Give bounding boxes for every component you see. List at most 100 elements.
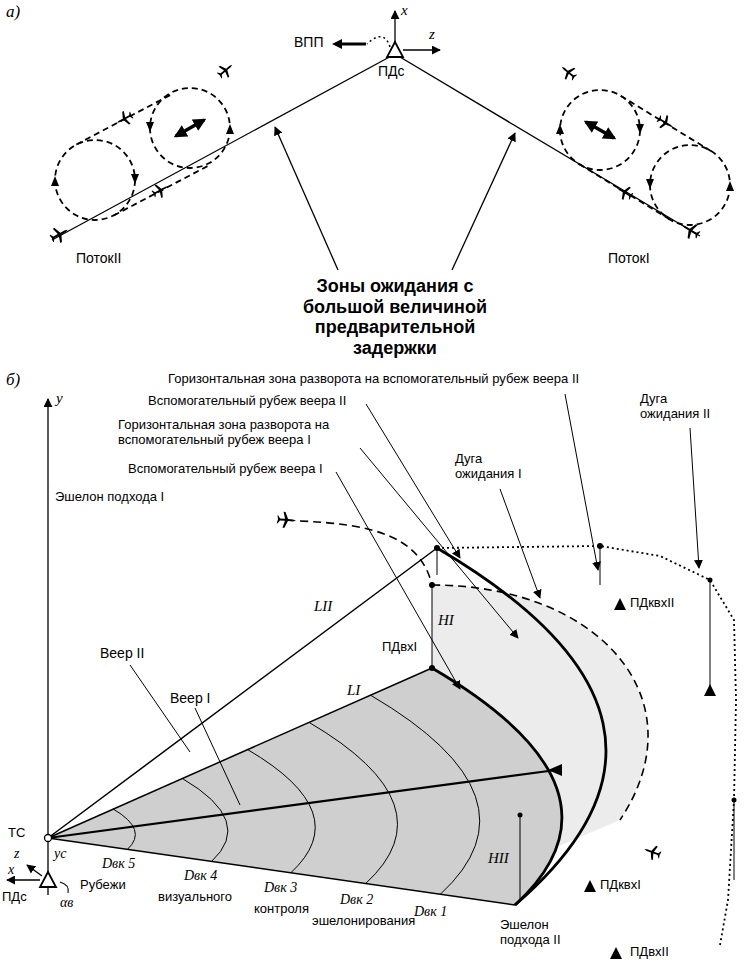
aircraft-icon [47, 59, 702, 245]
axis-line [7, 879, 40, 880]
point-marker [45, 543, 737, 959]
point-marker [434, 545, 440, 551]
circle-direction-arrow [51, 176, 59, 186]
distance-label: Dвк 4 [184, 868, 217, 884]
aircraft-icon [47, 223, 71, 246]
height-label: yc [54, 846, 66, 862]
point-label: ТС [8, 826, 25, 841]
level-label: Эшелон подхода I [55, 490, 164, 505]
zone-label: Горизонтальная зона разворота на вспомог… [118, 418, 353, 448]
circle-direction-arrow [226, 124, 234, 134]
leader-line [130, 665, 190, 752]
point-marker [704, 684, 716, 696]
point-label: ПДквхII [630, 596, 674, 611]
axis-label: z [429, 26, 435, 43]
distance-label: Dвк 2 [340, 892, 373, 908]
leader-line [500, 489, 540, 598]
point-label: ПДс [378, 63, 405, 79]
flow-line [52, 54, 395, 240]
aircraft-icon [113, 108, 135, 129]
holding-pattern [55, 88, 730, 225]
fan-edge [48, 838, 515, 905]
axis-label: x [401, 2, 408, 19]
leader-line [565, 394, 598, 570]
height-line [710, 580, 711, 690]
holding-pattern [650, 145, 730, 225]
fan-fill [48, 668, 562, 905]
caption-word: визуального [158, 890, 232, 905]
aircraft-icon [276, 511, 296, 528]
circle-direction-arrow [146, 122, 154, 132]
axis-label: y [56, 390, 63, 407]
height-line [432, 546, 734, 900]
aircraft-icon [655, 112, 677, 133]
caption-word: Рубежи [80, 878, 126, 893]
boundary-label: Вспомогательный рубеж веера II [148, 394, 346, 409]
height-line [734, 800, 735, 880]
aircraft-icon [276, 511, 662, 862]
holding-scheme [51, 11, 734, 270]
point-marker [732, 798, 737, 803]
control-boundary-arc [113, 809, 135, 849]
leader-line [336, 472, 460, 689]
control-boundary-arc [309, 722, 397, 883]
leader-line [130, 394, 699, 805]
aircraft-icon [113, 108, 135, 129]
aircraft-icon [276, 511, 296, 528]
aircraft-icon [678, 219, 703, 243]
leader-line [690, 428, 699, 568]
height-label: HII [488, 850, 509, 867]
point-marker [518, 813, 523, 818]
axis-label: z [14, 846, 19, 862]
arc-label: Дуга ожидания I [455, 452, 535, 482]
angle-label: αв [60, 895, 73, 911]
panel-letter: а) [6, 2, 20, 22]
aircraft-icon [642, 842, 663, 861]
leader-line [366, 404, 460, 558]
flow-label: ПотокI [608, 250, 650, 266]
approach-fan-scheme [7, 394, 737, 959]
point-marker [610, 947, 622, 959]
aircraft-icon [642, 842, 663, 861]
holding-direction-arrow [176, 120, 614, 138]
point-marker [708, 578, 713, 583]
auxiliary-boundary-arc [432, 668, 562, 905]
height-line [437, 548, 438, 575]
axis-line [403, 49, 440, 50]
leader-arrow [275, 127, 338, 270]
caption-word: эшелонирования [312, 914, 415, 929]
holding-direction-arrow [176, 120, 204, 136]
caption-word: контроля [254, 902, 309, 917]
holding-pattern [114, 166, 209, 216]
holding-direction-arrow [586, 122, 614, 138]
point-label: ПДс [2, 890, 27, 905]
aircraft-icon [150, 180, 172, 201]
aircraft-icon [613, 182, 635, 203]
height-label: HI [438, 612, 454, 629]
point-label: ПДвхI [382, 640, 417, 655]
axis-line [47, 399, 48, 895]
leader-arrow [452, 133, 515, 270]
height-line [432, 585, 433, 668]
aircraft-icon [557, 61, 579, 83]
height-line [600, 546, 601, 585]
approach-path [367, 37, 390, 47]
control-boundary-arc [182, 779, 227, 862]
aircraft-icon [214, 59, 236, 81]
holding-pattern [560, 90, 640, 170]
circle-direction-arrow [636, 124, 644, 134]
runway-arrow [332, 39, 342, 49]
holding-pattern [621, 96, 711, 151]
aircraft-icon [678, 219, 703, 243]
distance-label: Dвк 3 [264, 880, 297, 896]
point-marker [597, 543, 603, 549]
point-marker [584, 880, 596, 892]
holding-pattern [76, 95, 171, 145]
axis-line [27, 865, 42, 876]
aircraft-icon [47, 223, 71, 246]
fan-label: Веер I [170, 690, 210, 706]
zone-label: Горизонтальная зона разворота на вспомог… [168, 372, 579, 387]
auxiliary-boundary-arc [437, 548, 606, 905]
aircraft-icon [613, 182, 635, 203]
